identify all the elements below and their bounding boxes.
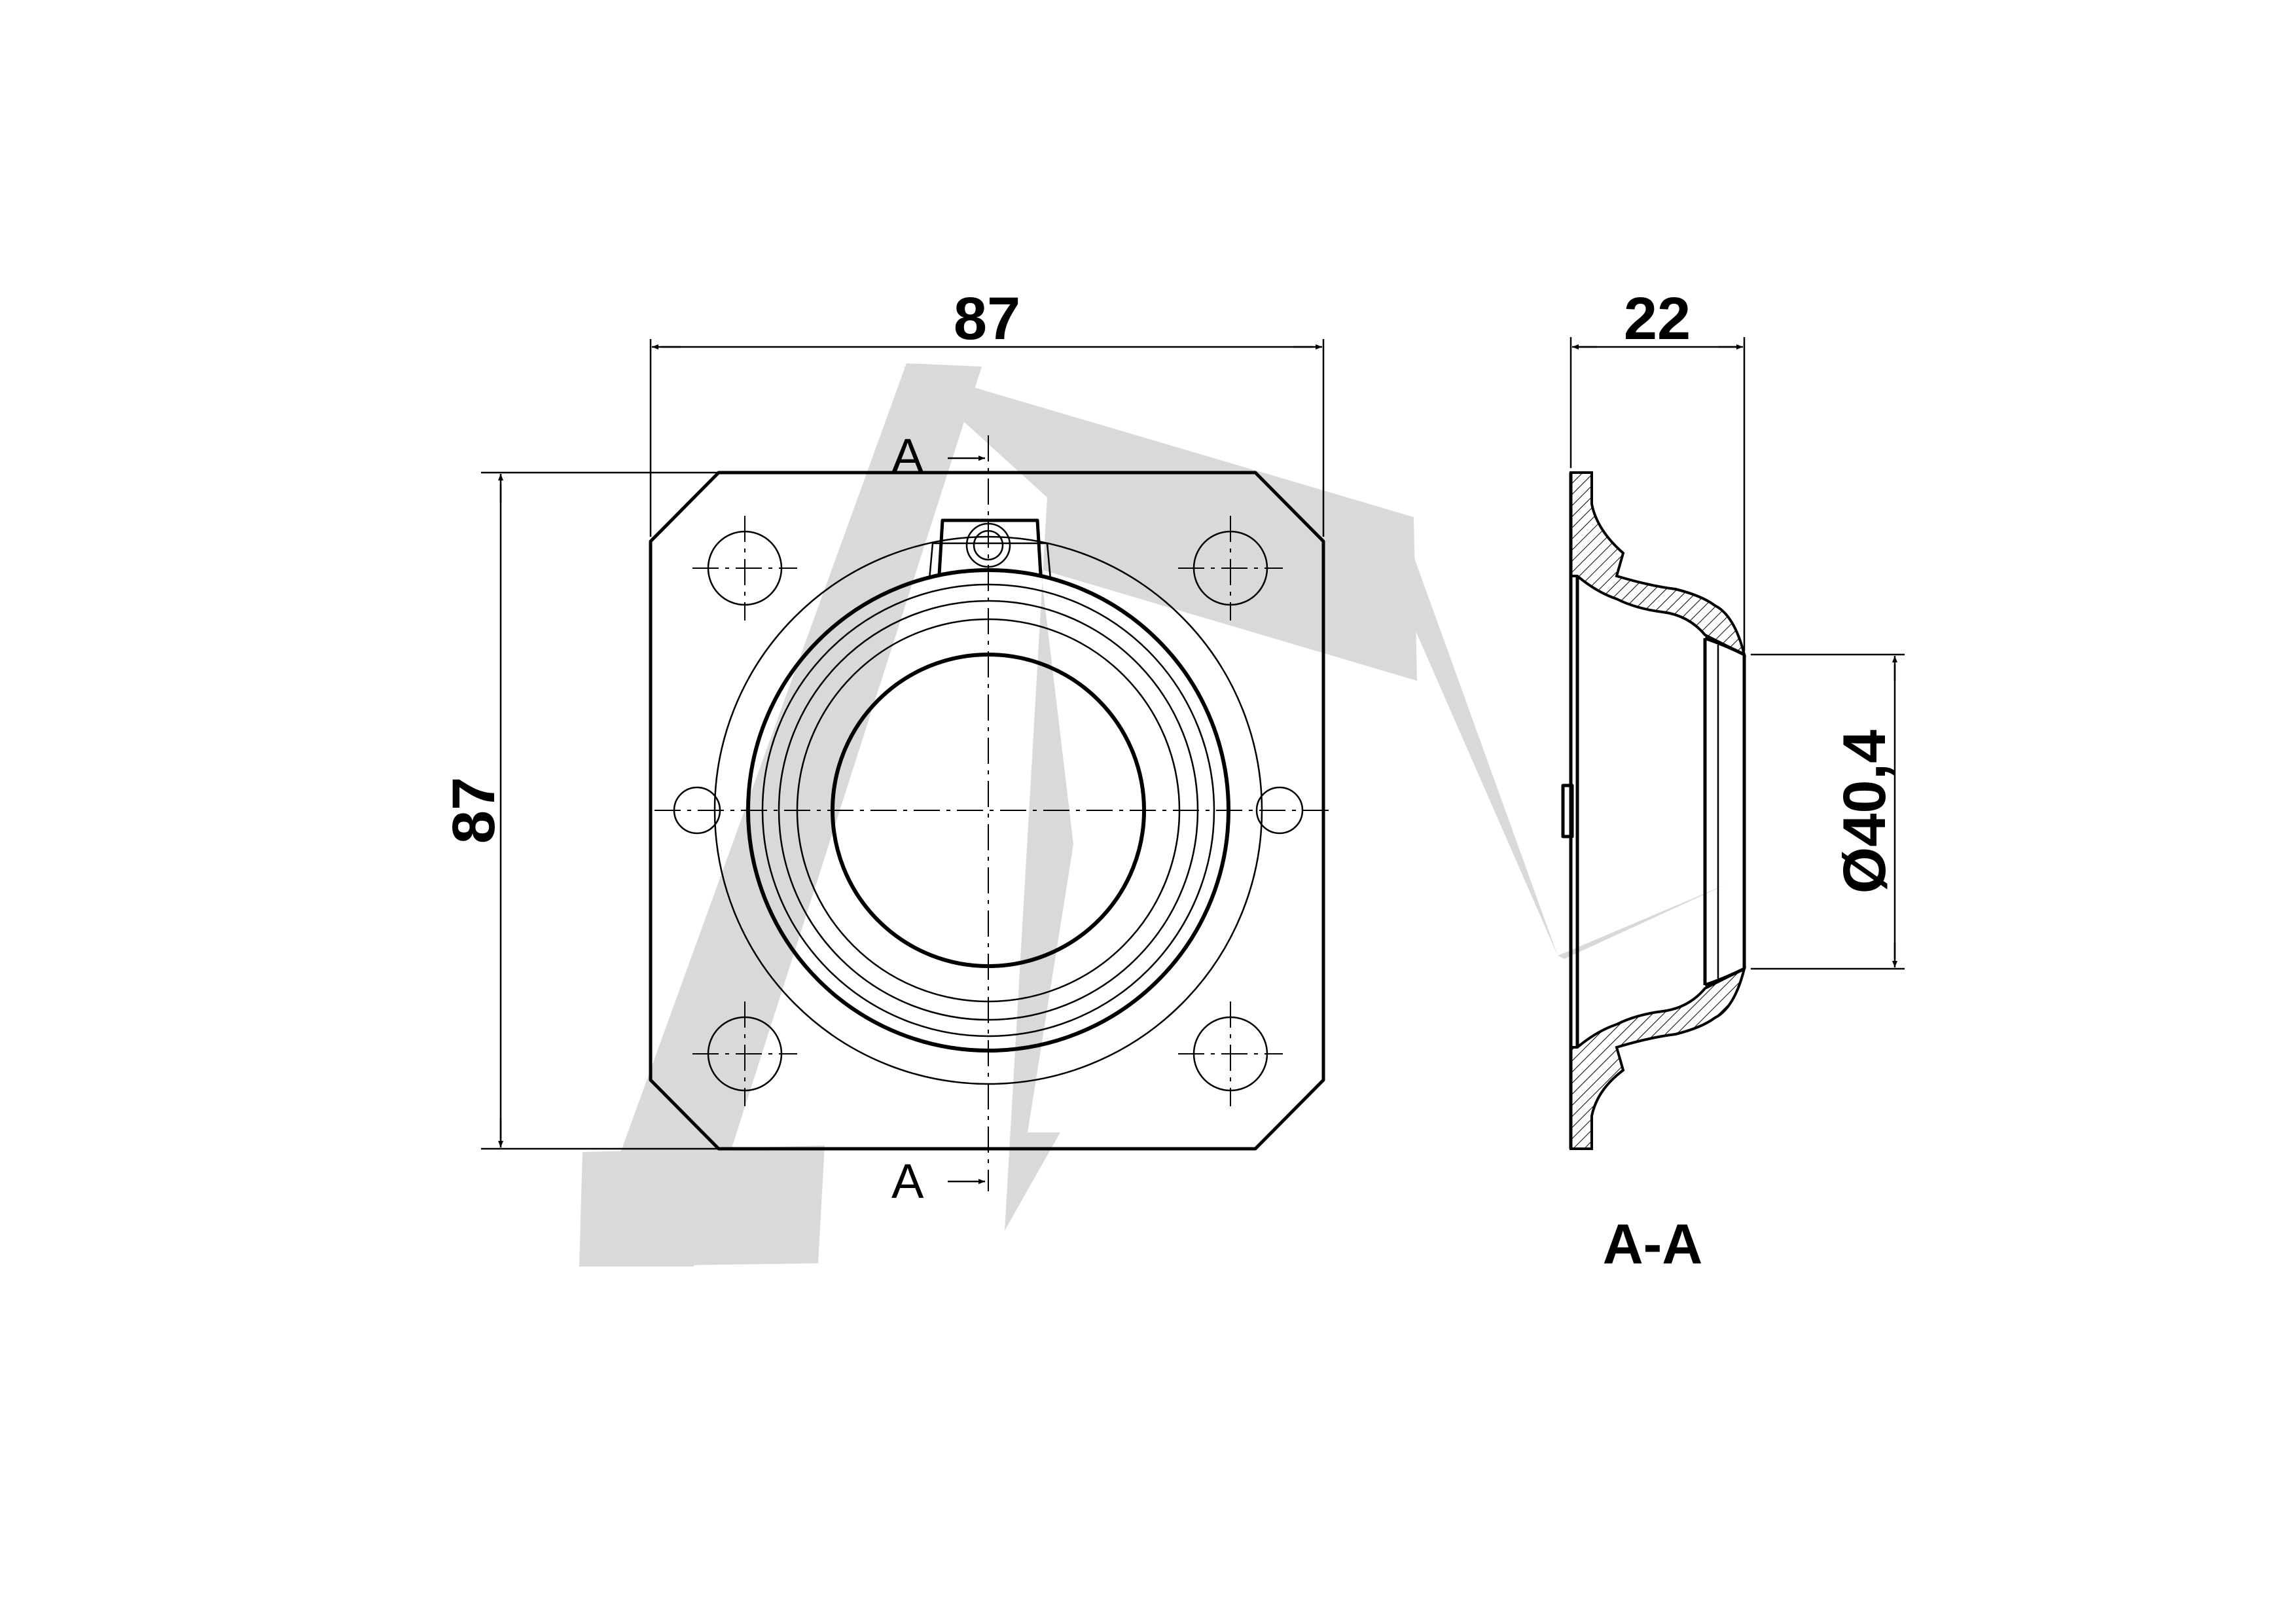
- watermark-stroke-right: [1374, 537, 1728, 959]
- section-bore-wall: [1703, 636, 1746, 987]
- section-marker-bottom: A: [891, 1154, 924, 1208]
- flange-ring-inner: [761, 583, 1215, 1037]
- seal-ring-inner: [796, 618, 1181, 1003]
- watermark-bar: [579, 1145, 825, 1267]
- dimension-section-width: 22: [1570, 285, 1746, 651]
- grease-tab-lip: [928, 542, 1052, 580]
- side-hole-right: [1255, 786, 1304, 835]
- grease-tab: [937, 518, 1043, 575]
- mounting-holes: [673, 516, 1304, 1106]
- flange-plate-outline: [649, 471, 1325, 1151]
- grease-hole-outer: [965, 522, 1011, 568]
- watermark-logo: [579, 363, 1728, 1267]
- section-wall-lower: [1570, 966, 1746, 1150]
- section-view-a-a: 22 Ø40,4 A-A: [1561, 285, 1905, 1276]
- dim-label-front-height: 87: [440, 777, 507, 844]
- outer-ring: [713, 535, 1263, 1085]
- dimension-front-height: 87: [440, 471, 719, 1150]
- dimension-front-width: 87: [649, 285, 1325, 537]
- section-marker-top: A: [891, 429, 924, 483]
- section-grease-tab: [1561, 784, 1574, 838]
- side-hole-left: [673, 786, 721, 835]
- section-wall-upper: [1570, 471, 1746, 657]
- seal-ring-outer: [778, 600, 1199, 1021]
- front-view: A A 87 87: [440, 285, 1329, 1208]
- dim-label-bore-diameter: Ø40,4: [1831, 730, 1898, 894]
- dim-label-front-width: 87: [954, 285, 1020, 352]
- watermark-stroke-left: [579, 363, 982, 1267]
- section-title: A-A: [1603, 1213, 1703, 1276]
- watermark-stroke-mid: [903, 367, 1417, 1231]
- grease-hole-inner: [973, 530, 1004, 561]
- bore-circle: [831, 653, 1146, 968]
- flange-ring-outer: [746, 568, 1230, 1053]
- dimension-bore-diameter: Ø40,4: [1751, 653, 1905, 970]
- dim-label-section-width: 22: [1624, 285, 1691, 352]
